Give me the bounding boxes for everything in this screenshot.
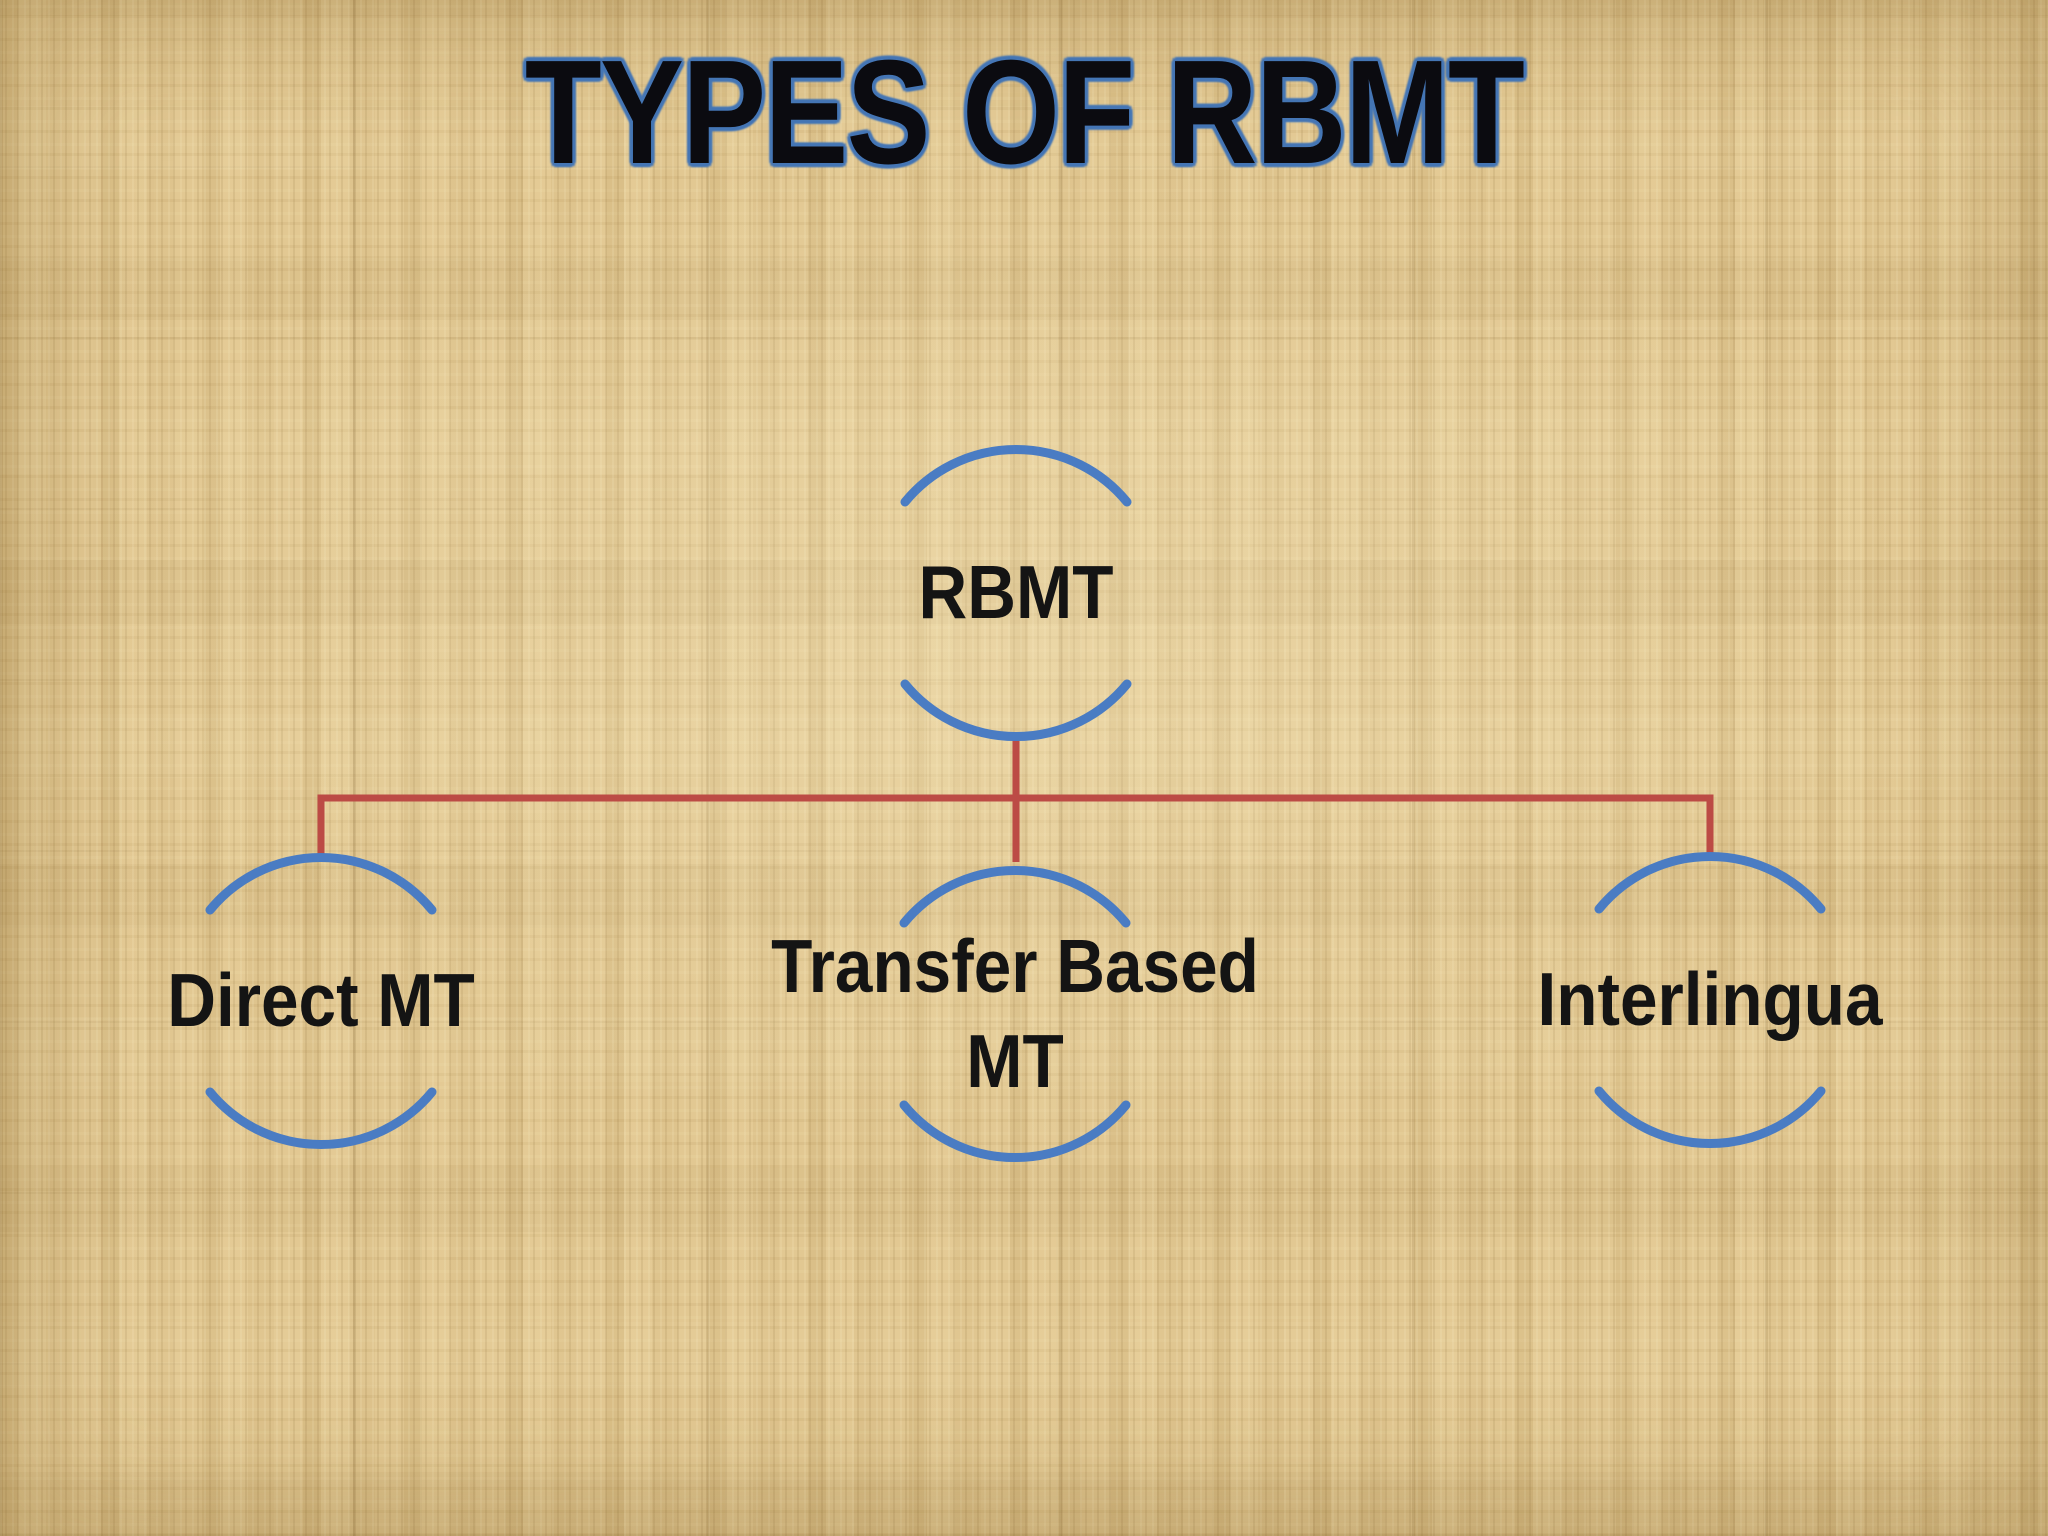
interlingua-arc-bottom	[1594, 1086, 1826, 1149]
page-title: TYPES OF RBMT	[524, 30, 1525, 195]
direct-mt-node-label: Direct MT	[167, 958, 475, 1043]
direct-mt-node-shape	[205, 852, 437, 1150]
rbmt-arc-top	[900, 444, 1132, 507]
transfer-based-mt-node-label: Transfer Based MT	[771, 923, 1259, 1103]
direct-mt-arc-bottom	[205, 1087, 437, 1150]
transfer-based-mt-arc-top	[899, 865, 1131, 928]
interlingua-arc-top	[1594, 851, 1826, 914]
transfer-based-mt-arc-bottom	[899, 1100, 1131, 1163]
rbmt-node-shape	[900, 444, 1132, 742]
rbmt-node-label: RBMT	[918, 550, 1114, 635]
transfer-based-mt-node-shape	[899, 865, 1131, 1163]
direct-mt-arc-top	[205, 852, 437, 915]
rbmt-arc-bottom	[900, 679, 1132, 742]
interlingua-node-shape	[1594, 851, 1826, 1149]
connector-lines	[317, 734, 1714, 862]
interlingua-node-label: Interlingua	[1537, 957, 1883, 1042]
